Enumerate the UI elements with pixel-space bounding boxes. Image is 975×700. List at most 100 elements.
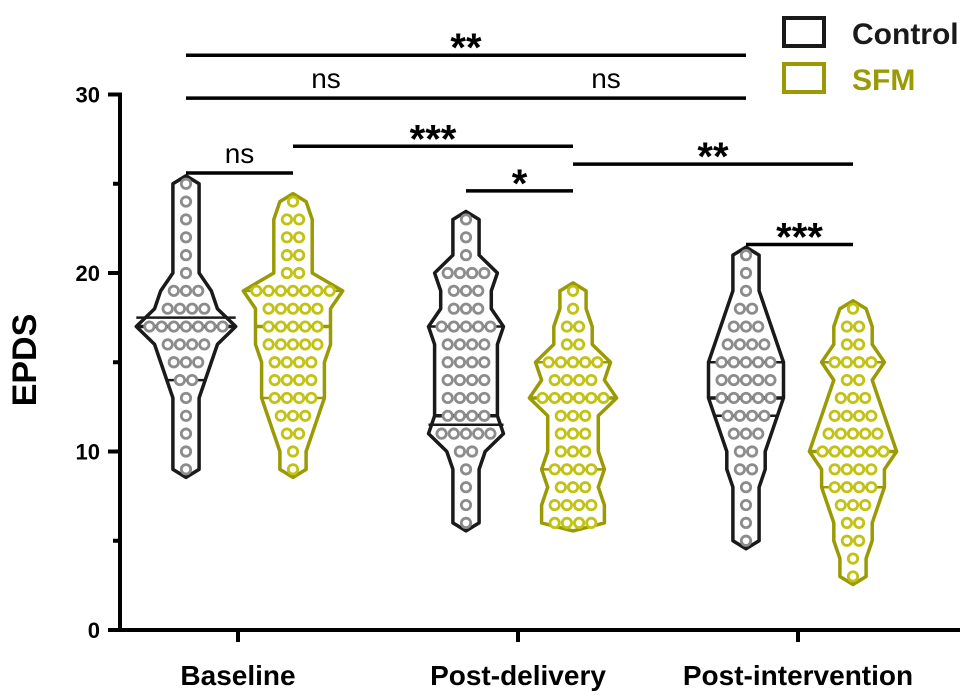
data-point [852, 320, 866, 333]
data-point [280, 249, 293, 262]
data-point [453, 391, 466, 405]
data-point [292, 213, 306, 226]
data-point [459, 213, 473, 226]
data-point [572, 463, 586, 476]
data-point [484, 320, 497, 333]
data-point [453, 409, 466, 422]
significance-bracket: ns [186, 63, 466, 100]
data-point [250, 284, 263, 297]
data-point [536, 391, 549, 405]
data-point [758, 409, 771, 422]
data-point [816, 445, 829, 458]
data-point [877, 445, 890, 458]
data-point [280, 213, 293, 226]
data-point [745, 409, 759, 422]
data-point [852, 373, 866, 387]
data-point [280, 427, 293, 440]
data-point [143, 320, 156, 333]
data-point [268, 373, 281, 387]
data-point [179, 356, 193, 369]
data-point [459, 320, 473, 333]
data-point [280, 391, 293, 405]
data-point [566, 409, 580, 422]
data-point [173, 302, 186, 315]
data-point [179, 320, 193, 333]
violin-outline [241, 191, 345, 480]
data-point [198, 338, 211, 351]
data-point [834, 391, 847, 405]
x-tick-label: Post-delivery [430, 660, 606, 691]
data-point [299, 409, 312, 422]
data-point [441, 338, 454, 351]
data-point [727, 356, 740, 369]
data-point [865, 463, 878, 476]
data-point [585, 463, 598, 476]
data-point [739, 284, 753, 297]
data-point [566, 427, 580, 440]
data-point [554, 356, 567, 369]
data-point [852, 338, 866, 351]
data-point [459, 427, 473, 440]
data-point [834, 498, 847, 512]
violin-outline [426, 209, 506, 533]
data-point [585, 391, 598, 405]
data-point [542, 356, 555, 369]
data-point [721, 338, 734, 351]
data-point [733, 445, 747, 458]
data-point [459, 516, 473, 530]
data-point [173, 373, 186, 387]
plot-area [134, 174, 899, 587]
data-point [465, 409, 479, 422]
data-point [280, 231, 293, 244]
significance-bracket: ns [186, 138, 293, 175]
data-point [179, 231, 193, 244]
x-tick-label: Baseline [180, 660, 295, 691]
data-point [204, 320, 217, 333]
violin-0-2 [706, 245, 786, 551]
data-point [161, 338, 174, 351]
violin-outline [527, 281, 619, 533]
significance-label: ns [591, 63, 621, 94]
data-point [739, 266, 753, 280]
significance-label: ns [311, 63, 341, 94]
data-point [179, 284, 193, 297]
data-point [739, 534, 753, 547]
data-point [852, 463, 866, 476]
data-point [465, 391, 479, 405]
violin-outline [807, 298, 899, 587]
data-point [311, 284, 324, 297]
data-point [560, 391, 574, 405]
data-point [859, 498, 872, 512]
data-point [274, 302, 287, 315]
data-point [465, 266, 479, 280]
legend-swatch [782, 16, 826, 48]
data-point [459, 481, 473, 494]
data-point [179, 445, 193, 458]
data-point [280, 266, 293, 280]
data-point [179, 409, 193, 422]
data-point [292, 249, 306, 262]
data-point [840, 356, 854, 369]
data-point [472, 320, 485, 333]
data-point [299, 338, 312, 351]
data-point [840, 373, 854, 387]
data-point [579, 356, 592, 369]
data-point [435, 427, 448, 440]
data-point [161, 302, 174, 315]
data-point [579, 427, 592, 440]
data-point [715, 391, 728, 405]
data-point [865, 481, 878, 494]
data-point [441, 266, 454, 280]
data-point [192, 284, 205, 297]
data-point [579, 481, 592, 494]
data-point [846, 427, 860, 440]
data-point [286, 338, 300, 351]
data-point [554, 409, 567, 422]
legend-label: SFM [852, 64, 915, 97]
data-point [840, 320, 854, 333]
data-point [286, 320, 300, 333]
data-point [441, 356, 454, 369]
data-point [566, 302, 580, 315]
violin-1-0 [241, 191, 345, 480]
